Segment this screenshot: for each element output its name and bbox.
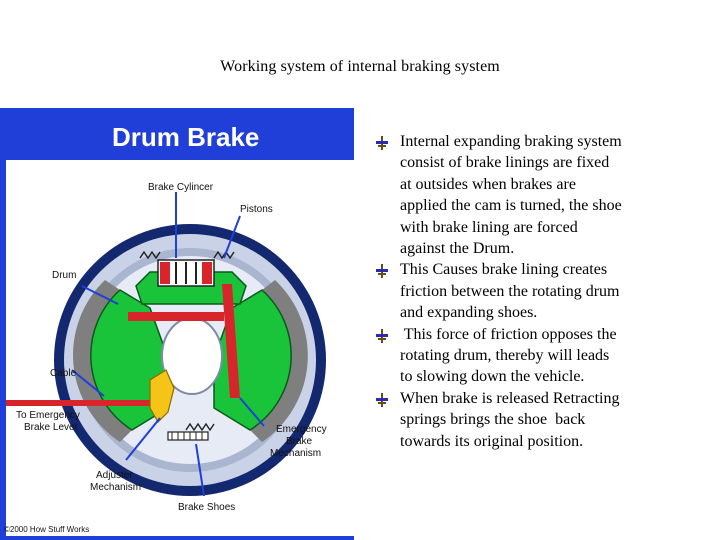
bullet-item: This force of friction opposes the rotat…: [372, 324, 692, 388]
bullet-marker-icon: [376, 136, 388, 150]
bullet-line: against the Drum.: [400, 240, 515, 258]
piston-right: [202, 262, 212, 284]
adjuster-mechanism: [149, 369, 175, 423]
retracting-spring-top: [139, 250, 235, 260]
bullet-line: at outsides when brakes are: [400, 175, 576, 193]
label-to-emergency-line1: To Emergency: [16, 410, 80, 421]
emergency-cable-rod: [6, 400, 152, 406]
bullet-line: towards its original position.: [400, 432, 584, 450]
figure-title: Drum Brake: [112, 122, 259, 152]
bullet-line: and expanding shoes.: [400, 304, 538, 322]
bullet-line: consist of brake linings are fixed: [400, 154, 610, 172]
drum-brake-illustration: Drum Brake: [0, 108, 354, 540]
label-emergency-line3: Mechanism: [270, 448, 321, 459]
bullet-item: Internal expanding braking system consis…: [372, 131, 692, 259]
emergency-brake-lever-arm: [222, 284, 240, 398]
label-brake-cylinder: Brake Cylincer: [148, 182, 214, 193]
drum-brake-diagram: Drum Brake: [0, 108, 354, 540]
bullet-marker-icon: [376, 264, 388, 279]
bullet-item: This Causes brake lining creates frictio…: [372, 259, 692, 323]
emergency-brake-rod-horizontal: [128, 312, 224, 321]
label-cable: Cable: [50, 368, 77, 379]
piston-left: [160, 262, 170, 284]
bullet-marker-icon: [376, 392, 388, 407]
bullet-line: When brake is released Retracting: [400, 389, 620, 407]
bullet-line: springs brings the shoe back: [400, 411, 586, 429]
bullet-item: When brake is released Retracting spring…: [372, 388, 692, 452]
label-emergency-line1: Emergency: [276, 424, 327, 435]
bullet-line: with brake lining are forced: [400, 218, 578, 236]
bullet-line: friction between the rotating drum: [400, 282, 620, 300]
figure-credit: ©2000 How Stuff Works: [4, 525, 89, 534]
retracting-spring-bottom: [185, 422, 215, 432]
bullet-marker-icon: [376, 328, 388, 343]
label-emergency-line2: Brake: [286, 436, 313, 447]
bullet-line: applied the cam is turned, the shoe: [400, 197, 622, 215]
adjuster-screw: [167, 431, 209, 441]
bullet-line: rotating drum, thereby will leads: [400, 347, 610, 365]
bullet-line: This force of friction opposes the: [400, 325, 617, 343]
brake-lining-right: [250, 280, 308, 442]
brake-shoe-left: [90, 289, 169, 431]
label-adjuster-line2: Mechanism: [90, 482, 141, 493]
bullet-list: Internal expanding braking system consis…: [372, 131, 692, 452]
label-to-emergency-line2: Brake Lever: [24, 422, 79, 433]
label-drum: Drum: [52, 270, 76, 281]
label-adjuster-line1: Adjuster: [96, 470, 133, 481]
bullet-line: Internal expanding braking system: [400, 133, 622, 150]
bullet-line: This Causes brake lining creates: [400, 261, 608, 279]
slide-title: Working system of internal braking syste…: [220, 58, 500, 75]
label-brake-shoes: Brake Shoes: [178, 502, 235, 513]
bullet-line: to slowing down the vehicle.: [400, 368, 585, 386]
label-pistons: Pistons: [240, 204, 273, 215]
